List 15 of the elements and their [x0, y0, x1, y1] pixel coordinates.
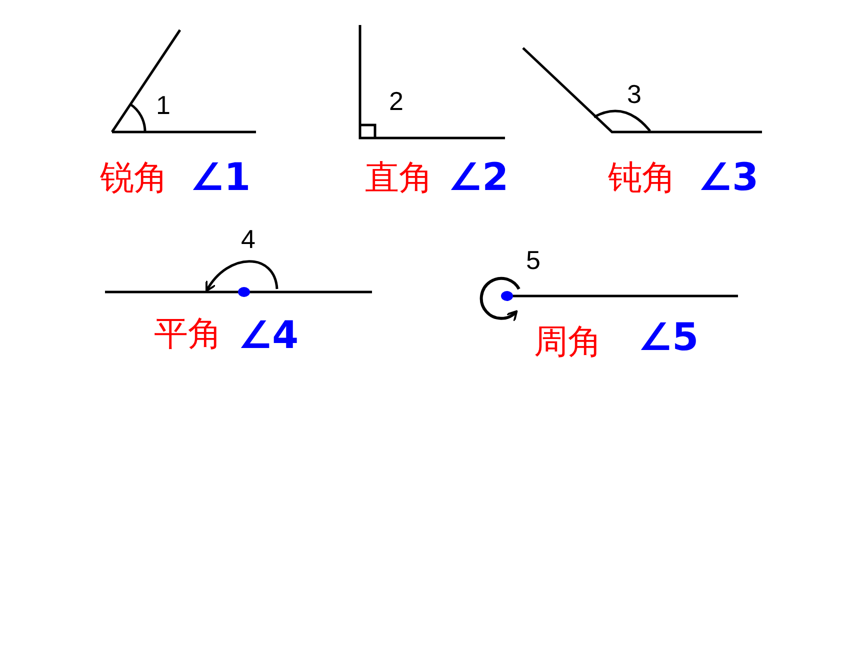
- angle-name: 锐角: [100, 162, 168, 196]
- angle-symbol: ∠1: [190, 158, 251, 196]
- angle-symbol: ∠3: [698, 158, 759, 196]
- angle-symbol: ∠4: [238, 316, 299, 354]
- angle-symbol: ∠5: [638, 318, 699, 356]
- angle-name: 周角: [534, 326, 602, 360]
- angle-number: 4: [241, 226, 256, 252]
- angle-number: 5: [526, 247, 540, 273]
- angle-symbol: ∠2: [448, 158, 509, 196]
- angle-name: 钝角: [608, 162, 676, 196]
- angle-name: 直角: [365, 162, 433, 196]
- angle-number: 3: [627, 81, 642, 107]
- angle-number: 1: [156, 92, 170, 118]
- angle-number: 2: [389, 88, 404, 114]
- angle-name: 平角: [154, 318, 222, 352]
